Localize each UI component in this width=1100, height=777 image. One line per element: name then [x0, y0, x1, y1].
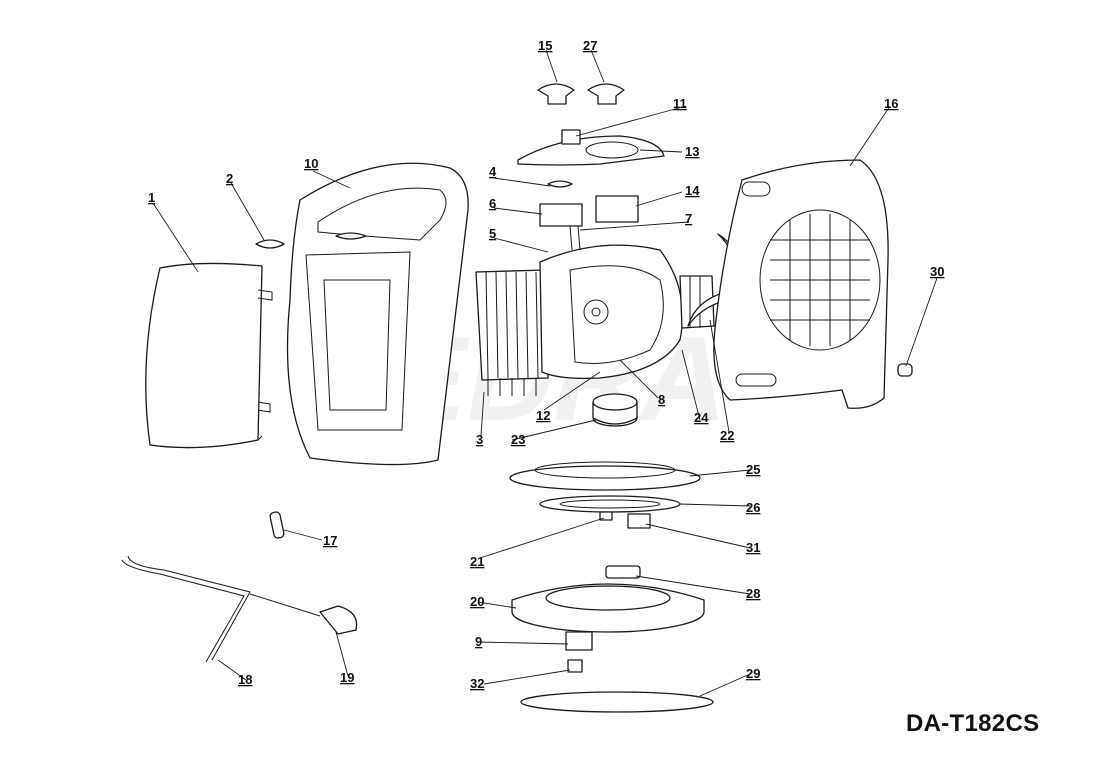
label-part-18: 18 — [238, 672, 252, 687]
label-part-4: 4 — [489, 164, 497, 179]
label-part-11: 11 — [673, 96, 687, 111]
part-badge — [255, 239, 285, 249]
label-part-16: 16 — [884, 96, 898, 111]
label-part-28: 28 — [746, 586, 760, 601]
label-part-26: 26 — [746, 500, 760, 515]
label-part-29: 29 — [746, 666, 760, 681]
part-motor-assembly — [539, 244, 715, 380]
part-front-housing — [286, 162, 469, 466]
label-part-27: 27 — [583, 38, 597, 53]
part-cap — [897, 363, 913, 377]
part-foot-ring — [520, 691, 714, 713]
label-part-21: 21 — [470, 554, 484, 569]
part-knobs — [537, 83, 625, 105]
part-motor-cap — [592, 393, 638, 427]
model-code: DA-T182CS — [906, 710, 1040, 737]
label-part-30: 30 — [930, 264, 944, 279]
label-part-6: 6 — [489, 196, 496, 211]
label-part-19: 19 — [340, 670, 354, 685]
part-power-cord — [121, 555, 358, 663]
part-switch-base — [565, 631, 593, 673]
label-part-32: 32 — [470, 676, 484, 691]
label-part-10: 10 — [304, 156, 318, 171]
label-part-8: 8 — [658, 392, 665, 407]
label-part-7: 7 — [685, 211, 692, 226]
label-part-17: 17 — [323, 533, 337, 548]
leader-lines — [152, 49, 938, 697]
label-part-3: 3 — [476, 432, 483, 447]
label-part-15: 15 — [538, 38, 552, 53]
label-part-31: 31 — [746, 540, 760, 555]
part-switches — [539, 180, 639, 251]
part-heating-element — [475, 269, 549, 396]
part-rear-housing — [713, 159, 889, 409]
label-part-9: 9 — [475, 634, 482, 649]
part-grommet — [269, 511, 285, 539]
label-part-13: 13 — [685, 144, 699, 159]
label-part-1: 1 — [148, 190, 155, 205]
label-part-20: 20 — [470, 594, 484, 609]
label-part-24: 24 — [694, 410, 709, 425]
label-part-25: 25 — [746, 462, 760, 477]
label-part-12: 12 — [536, 408, 550, 423]
part-front-panel — [145, 262, 273, 449]
part-number-labels: 1 2 3 4 5 6 7 8 9 10 11 12 13 14 15 16 1… — [148, 38, 944, 691]
label-part-5: 5 — [489, 226, 496, 241]
part-base — [511, 565, 705, 633]
part-base-discs — [509, 461, 701, 513]
label-part-2: 2 — [226, 171, 233, 186]
label-part-22: 22 — [720, 428, 734, 443]
label-part-23: 23 — [511, 432, 525, 447]
part-clips — [599, 511, 651, 529]
label-part-14: 14 — [685, 183, 700, 198]
part-control-plate — [517, 129, 665, 166]
